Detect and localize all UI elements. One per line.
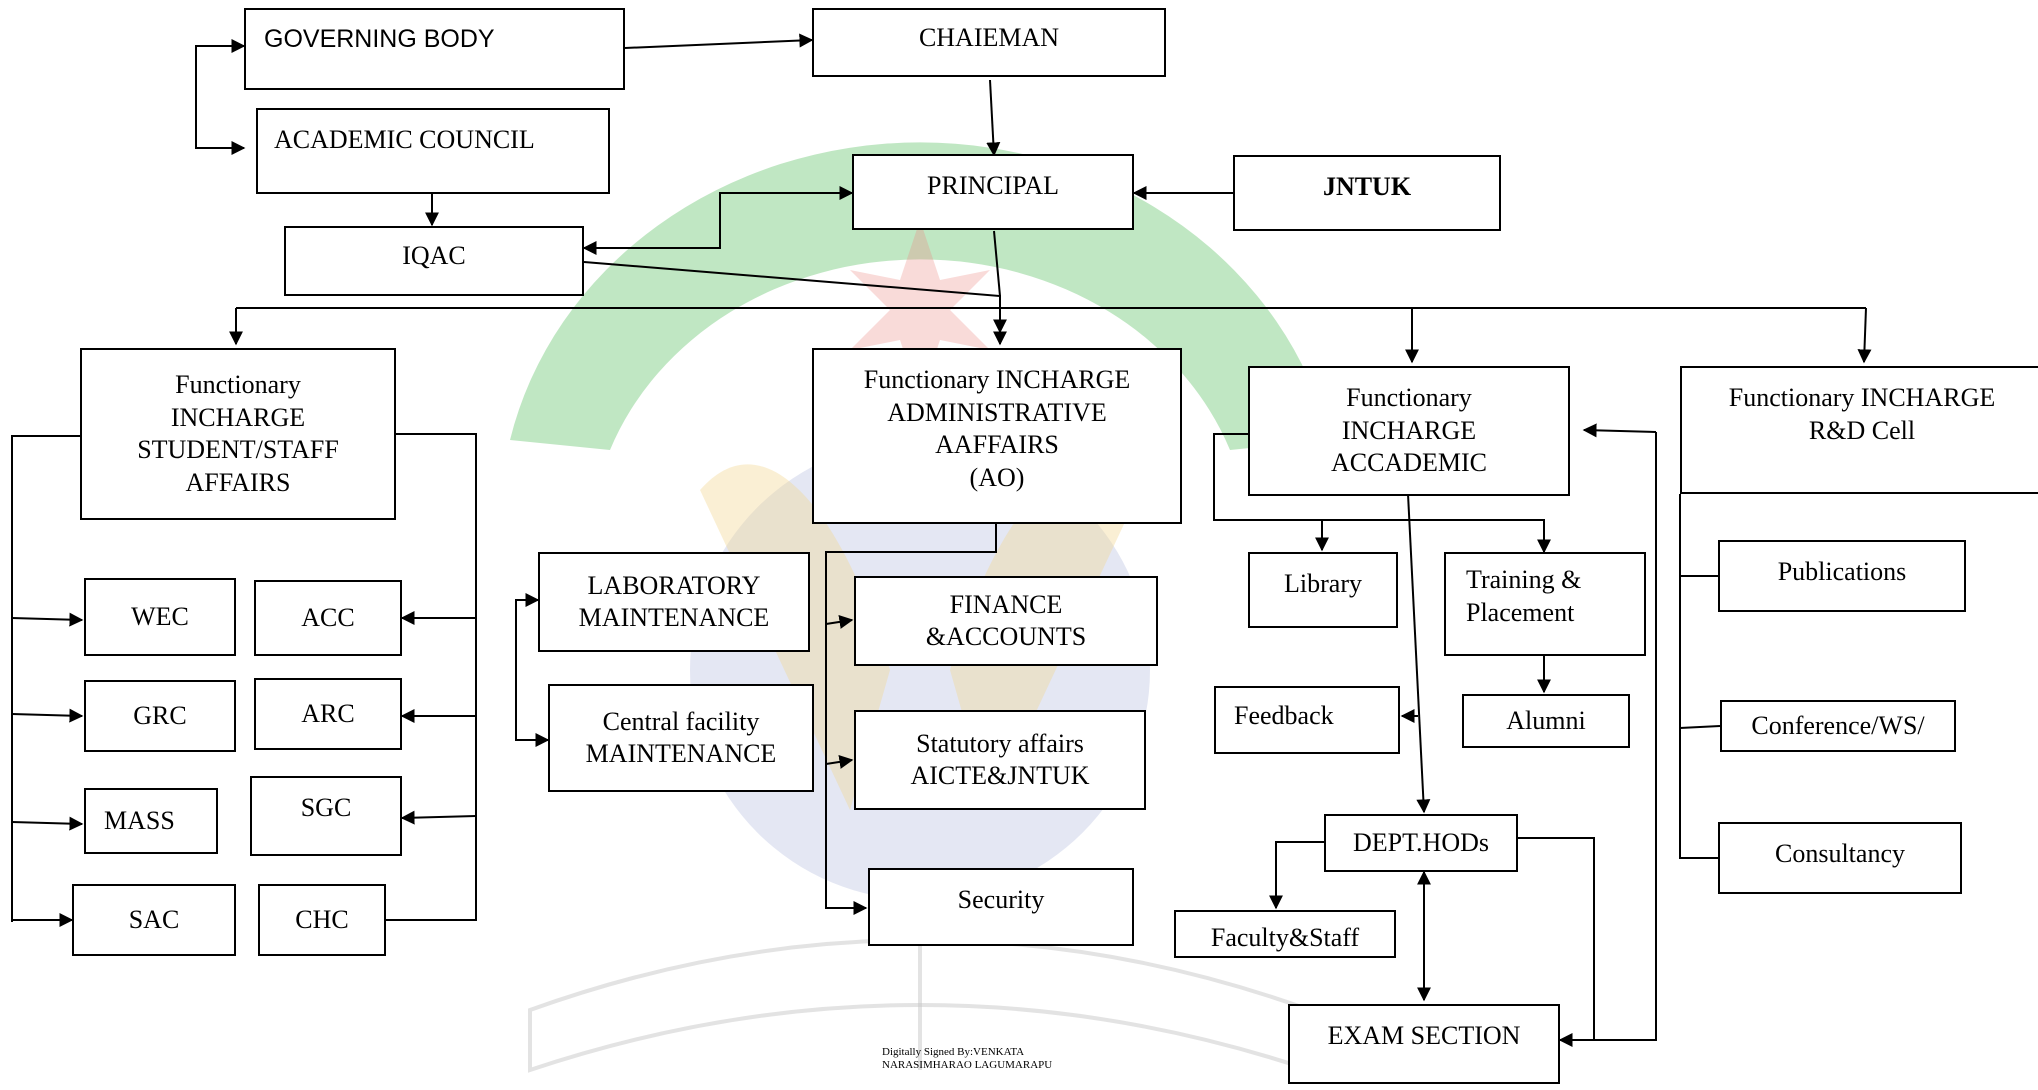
governing-body-box: GOVERNING BODY (244, 8, 625, 90)
administrative-affairs-label: Functionary INCHARGE ADMINISTRATIVE AAFF… (863, 365, 1131, 492)
chairman-box: CHAIEMAN (812, 8, 1166, 77)
wec-label: WEC (131, 601, 189, 631)
grc-box: GRC (84, 680, 236, 752)
jntuk-box: JNTUK (1233, 155, 1501, 231)
mass-label: MASS (104, 805, 175, 835)
central-facility-maintenance-box: Central facility MAINTENANCE (548, 684, 814, 792)
chc-box: CHC (258, 884, 386, 956)
library-label: Library (1284, 569, 1362, 598)
acc-label: ACC (301, 602, 355, 632)
academic-label: Functionary INCHARGE ACCADEMIC (1330, 383, 1487, 478)
student-staff-affairs-box: Functionary INCHARGE STUDENT/STAFF AFFAI… (80, 348, 396, 520)
grc-label: GRC (133, 700, 187, 730)
jntuk-label: JNTUK (1322, 172, 1412, 201)
dept-hods-label: DEPT.HODs (1352, 827, 1490, 857)
exam-section-label: EXAM SECTION (1327, 1021, 1521, 1050)
statutory-affairs-label: Statutory affairs AICTE&JNTUK (910, 728, 1090, 791)
dept-hods-box: DEPT.HODs (1324, 814, 1518, 872)
academic-council-box: ACADEMIC COUNCIL (256, 108, 610, 194)
laboratory-maintenance-box: LABORATORY MAINTENANCE (538, 552, 810, 652)
laboratory-maintenance-label: LABORATORY MAINTENANCE (578, 570, 770, 633)
rd-cell-box: Functionary INCHARGE R&D Cell (1680, 366, 2038, 494)
consultancy-box: Consultancy (1718, 822, 1962, 894)
administrative-affairs-box: Functionary INCHARGE ADMINISTRATIVE AAFF… (812, 348, 1182, 524)
exam-section-box: EXAM SECTION (1288, 1004, 1560, 1084)
consultancy-label: Consultancy (1775, 839, 1905, 868)
wec-box: WEC (84, 578, 236, 656)
rd-cell-label: Functionary INCHARGE R&D Cell (1728, 383, 1996, 445)
digital-signature-line-2: NARASIMHARAO LAGUMARAPU (882, 1059, 1053, 1071)
principal-label: PRINCIPAL (927, 171, 1059, 200)
publications-box: Publications (1718, 540, 1966, 612)
statutory-affairs-box: Statutory affairs AICTE&JNTUK (854, 710, 1146, 810)
publications-label: Publications (1777, 557, 1907, 586)
iqac-box: IQAC (284, 226, 584, 296)
finance-accounts-label: FINANCE &ACCOUNTS (925, 589, 1087, 652)
governing-body-label: GOVERNING BODY (264, 25, 495, 53)
library-box: Library (1248, 552, 1398, 628)
alumni-box: Alumni (1462, 694, 1630, 748)
feedback-box: Feedback (1214, 686, 1400, 754)
sac-box: SAC (72, 884, 236, 956)
finance-accounts-box: FINANCE &ACCOUNTS (854, 576, 1158, 666)
chairman-label: CHAIEMAN (918, 23, 1060, 52)
sgc-box: SGC (250, 776, 402, 856)
acc-box: ACC (254, 580, 402, 656)
central-facility-maintenance-label: Central facility MAINTENANCE (585, 706, 777, 769)
conference-label: Conference/WS/ (1751, 710, 1925, 740)
sgc-label: SGC (300, 793, 352, 822)
training-placement-label: Training & Placement (1466, 565, 1582, 627)
training-placement-box: Training & Placement (1444, 552, 1646, 656)
academic-box: Functionary INCHARGE ACCADEMIC (1248, 366, 1570, 496)
security-box: Security (868, 868, 1134, 946)
mass-box: MASS (84, 788, 218, 854)
sac-label: SAC (128, 904, 180, 934)
feedback-label: Feedback (1234, 701, 1334, 730)
faculty-staff-label: Faculty&Staff (1210, 922, 1360, 952)
faculty-staff-box: Faculty&Staff (1174, 910, 1396, 958)
conference-box: Conference/WS/ (1720, 700, 1956, 752)
alumni-label: Alumni (1506, 705, 1586, 735)
iqac-label: IQAC (402, 241, 466, 270)
chc-label: CHC (295, 904, 349, 934)
digital-signature-line-1: Digitally Signed By:VENKATA (882, 1046, 1025, 1058)
arc-label: ARC (301, 698, 355, 728)
security-label: Security (957, 885, 1045, 914)
arc-box: ARC (254, 678, 402, 750)
principal-box: PRINCIPAL (852, 154, 1134, 230)
student-staff-affairs-label: Functionary INCHARGE STUDENT/STAFF AFFAI… (137, 370, 339, 497)
academic-council-label: ACADEMIC COUNCIL (274, 125, 535, 154)
